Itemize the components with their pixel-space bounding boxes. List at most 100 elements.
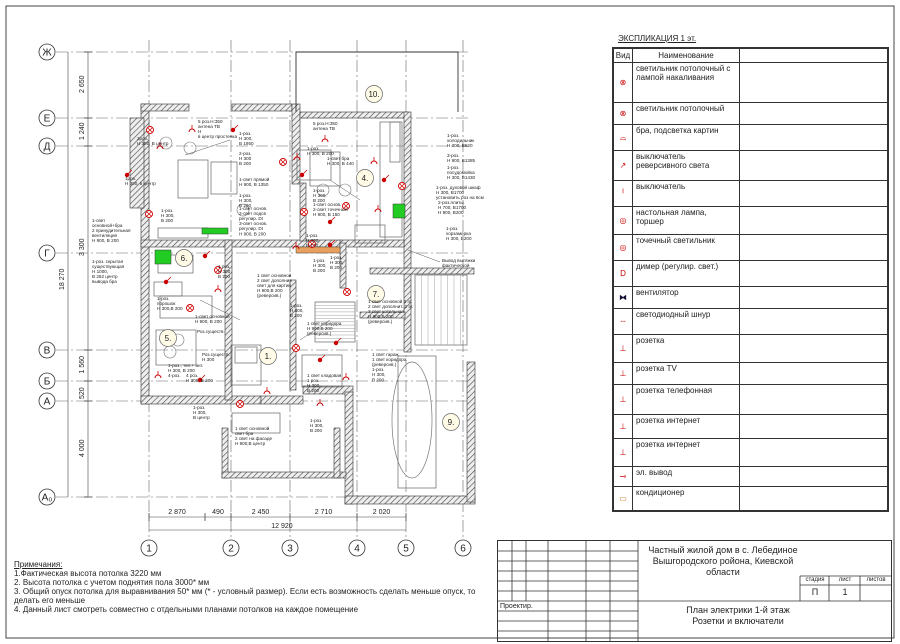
- fan-icon: ⧓: [613, 286, 633, 309]
- annotation-note: 1-роз.Н 300,В 200: [239, 193, 253, 208]
- furniture-outline: [309, 151, 341, 187]
- furniture-outline: [301, 354, 343, 388]
- axis-row-label: Е: [44, 114, 51, 125]
- legend-col-symbol: Вид: [613, 48, 633, 63]
- annotation-note: 1-роз.Н 300,В центр: [193, 405, 210, 420]
- annotation-note: 1-роз.Н 300,В 200: [290, 303, 304, 318]
- dimension-vertical: 520: [79, 387, 86, 399]
- chair-outline: [236, 203, 250, 217]
- chair-outline: [183, 141, 197, 155]
- project-name: Частный жилой дом в с. Лебединое Вышгоро…: [648, 545, 798, 577]
- legend-row: ⊥розетка интернет: [613, 414, 888, 439]
- dimmer-icon: D: [613, 260, 633, 287]
- wall-segment: [224, 239, 233, 401]
- legend-item-label: розетка интернет: [632, 438, 740, 467]
- green-fixture: [201, 227, 229, 235]
- stage-label: стадия: [805, 577, 825, 583]
- sheets-label: листов: [866, 577, 886, 583]
- note-line: 3. Общий опуск потолка для выравнивания …: [14, 587, 476, 605]
- note-line: 2. Высота потолка с учетом поднятия пола…: [14, 578, 210, 587]
- legend-col-name: Наименование: [632, 48, 740, 63]
- socket-symbol: [293, 156, 301, 161]
- socket-symbol: [370, 160, 378, 165]
- chair-outline: [163, 345, 177, 359]
- air-conditioner-icon: ▭: [613, 486, 633, 511]
- dimension-horizontal: 490: [212, 509, 224, 516]
- legend-item-label: розетка интернет: [632, 414, 740, 439]
- axis-row-bubble: [38, 244, 56, 262]
- legend-item-label: розетка TV: [632, 362, 740, 385]
- dimension-horizontal: 2 870: [168, 509, 186, 516]
- legend-row: ⊗светильник потолочный с лампой накалива…: [613, 62, 888, 103]
- room-label: 1.: [265, 352, 272, 361]
- car-outline: [391, 361, 433, 479]
- axis-row-label: Г: [44, 249, 50, 260]
- annotation-note: 1-роз.Н 300,В 200: [313, 188, 327, 203]
- furniture-outline: [177, 159, 209, 199]
- room-labels: 10.4.6.7.5.1.9.: [159, 85, 460, 431]
- dimension-vertical: 2 650: [79, 75, 86, 93]
- socket-symbol: [374, 208, 382, 213]
- axis-row-label: А: [44, 397, 51, 408]
- legend-row: ⊥розетка интернет: [613, 438, 888, 467]
- drawing-title: План электрики 1-й этаж Розетки и включа…: [686, 605, 790, 626]
- dimension-vertical: 4 000: [79, 439, 86, 457]
- room-label: 10.: [368, 90, 379, 99]
- annotation-note: 2роз.Н 300, В центр: [137, 136, 169, 146]
- axis-row-label: Б: [44, 377, 51, 388]
- socket-symbol: [316, 402, 324, 407]
- wall-segment: [333, 427, 341, 479]
- leader-line: [329, 179, 361, 201]
- axis-col-bubble: [454, 539, 472, 557]
- wall-segment: [369, 267, 475, 275]
- wall-segment: [231, 103, 293, 112]
- axis-row-bubble: [38, 372, 56, 390]
- axis-row-bubble: [38, 341, 56, 359]
- room-label: 7.: [373, 290, 380, 299]
- axis-col-bubble: [140, 539, 158, 557]
- wall-segment: [260, 395, 304, 405]
- socket-symbol: [342, 376, 350, 381]
- legend-row: ⌓бра, подсветка картин: [613, 124, 888, 151]
- furniture-outline: [231, 412, 281, 434]
- wall-segment: [403, 111, 412, 353]
- switch-icon: ╵: [613, 180, 633, 207]
- table-lamp-icon: ◎: [613, 206, 633, 235]
- room-bubble: [356, 169, 374, 187]
- spotlight-icon: ◎: [613, 234, 633, 261]
- annotation-note: 1-роз.Н 300,В 1950: [239, 131, 254, 146]
- axis-col-label: 4: [354, 544, 360, 555]
- title-block-grid: [498, 541, 891, 641]
- air-conditioner: [295, 246, 341, 254]
- legend-item-label: выключатель реверсивного света: [632, 150, 740, 181]
- furniture-outline: [155, 329, 197, 366]
- socket-symbol: [154, 374, 162, 379]
- chair-outline: [338, 183, 352, 197]
- room-bubble: [442, 413, 460, 431]
- electrical-symbols: [124, 124, 441, 408]
- legend-row: ⊗светильник потолочный: [613, 102, 888, 125]
- axis-col-label: 2: [228, 544, 234, 555]
- stage-value: П: [811, 587, 819, 597]
- chair-outline: [316, 183, 330, 197]
- wall-segment: [339, 239, 405, 248]
- socket-icon: ⊥: [613, 334, 633, 363]
- furniture-outline: [230, 344, 262, 386]
- wall-segment: [339, 242, 347, 289]
- room-bubble: [259, 347, 277, 365]
- legend-item-label: розетка телефонная: [632, 384, 740, 415]
- dimension-horizontal: 2 020: [373, 509, 391, 516]
